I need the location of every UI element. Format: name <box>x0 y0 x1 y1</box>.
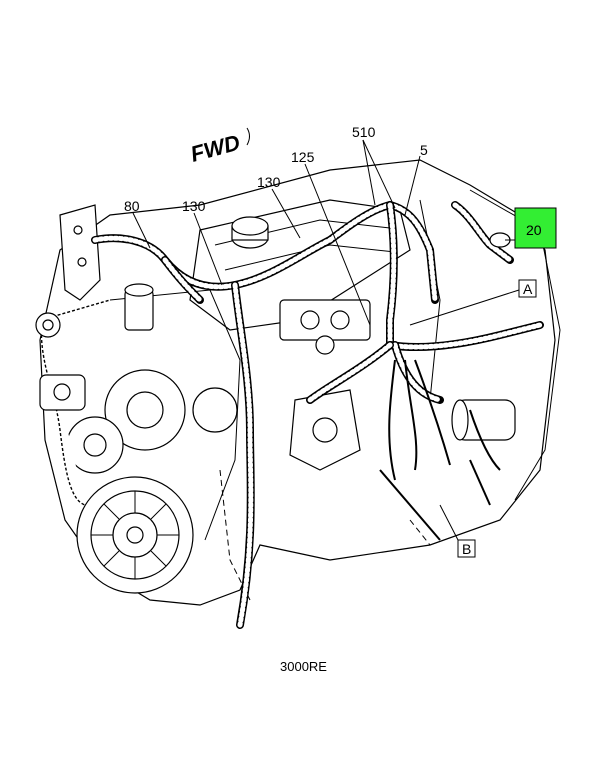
callout-130-left: 130 <box>182 198 206 214</box>
wiring-harness <box>91 200 544 629</box>
callout-5: 5 <box>420 142 428 158</box>
engine-drawing <box>35 159 561 606</box>
drawing-code: 3000RE <box>280 659 327 674</box>
leader-lines <box>132 139 520 541</box>
view-ref-b: B <box>457 539 476 558</box>
fwd-label: FWD <box>188 130 243 167</box>
callout-125: 125 <box>291 149 315 165</box>
callout-20-highlight: 20 <box>514 207 557 249</box>
callout-510: 510 <box>352 124 376 140</box>
callout-130-top: 130 <box>257 174 281 190</box>
callout-20: 20 <box>526 222 542 238</box>
view-ref-b-label: B <box>462 541 471 557</box>
view-ref-a-label: A <box>523 281 533 297</box>
fwd-indicator: FWD <box>188 127 250 167</box>
view-ref-a: A <box>518 279 537 298</box>
callout-80: 80 <box>124 198 140 214</box>
